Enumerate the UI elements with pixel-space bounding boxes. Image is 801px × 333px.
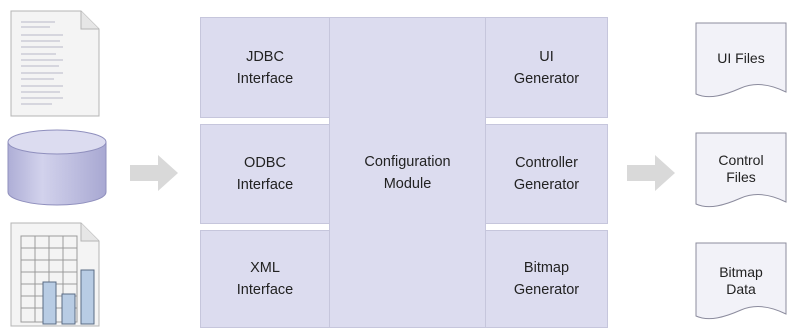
- configuration-module-line2: Module: [383, 175, 432, 192]
- control-files-document: Control Files: [695, 132, 787, 214]
- control-files-line2: Files: [726, 169, 756, 185]
- bitmap-data-document: Bitmap Data: [695, 242, 787, 326]
- xml-interface-block: XML Interface: [200, 230, 330, 328]
- ui-files-line1: UI Files: [717, 50, 765, 66]
- bitmap-generator-line2: Generator: [513, 282, 580, 298]
- ui-files-document: UI Files: [695, 22, 787, 104]
- odbc-interface-line1: ODBC: [244, 155, 286, 171]
- control-files-line1: Control: [718, 152, 764, 168]
- configuration-module-block: Configuration Module: [329, 17, 486, 328]
- text-document-icon: [8, 10, 102, 118]
- configuration-module-line1: Configuration: [364, 153, 451, 170]
- controller-generator-line1: Controller: [515, 155, 578, 171]
- bitmap-generator-block: Bitmap Generator: [485, 230, 608, 328]
- ui-generator-block: UI Generator: [485, 17, 608, 118]
- xml-interface-line1: XML: [250, 260, 280, 276]
- jdbc-interface-line2: Interface: [236, 70, 294, 87]
- arrow-right-icon: [130, 153, 180, 193]
- bitmap-data-line2: Data: [726, 281, 756, 297]
- controller-generator-block: Controller Generator: [485, 124, 608, 224]
- chart-document-icon: [8, 222, 102, 328]
- bitmap-generator-line1: Bitmap: [523, 260, 570, 276]
- ui-generator-line2: Generator: [513, 70, 580, 87]
- jdbc-interface-block: JDBC Interface: [200, 17, 330, 118]
- ui-generator-line1: UI: [539, 48, 554, 65]
- odbc-interface-block: ODBC Interface: [200, 124, 330, 224]
- odbc-interface-line2: Interface: [236, 177, 294, 193]
- xml-interface-line2: Interface: [236, 282, 294, 298]
- bitmap-data-line1: Bitmap: [719, 264, 763, 280]
- controller-generator-line2: Generator: [513, 177, 580, 193]
- database-cylinder-icon: [6, 128, 109, 208]
- arrow-right-icon: [627, 153, 677, 193]
- jdbc-interface-line1: JDBC: [246, 48, 284, 65]
